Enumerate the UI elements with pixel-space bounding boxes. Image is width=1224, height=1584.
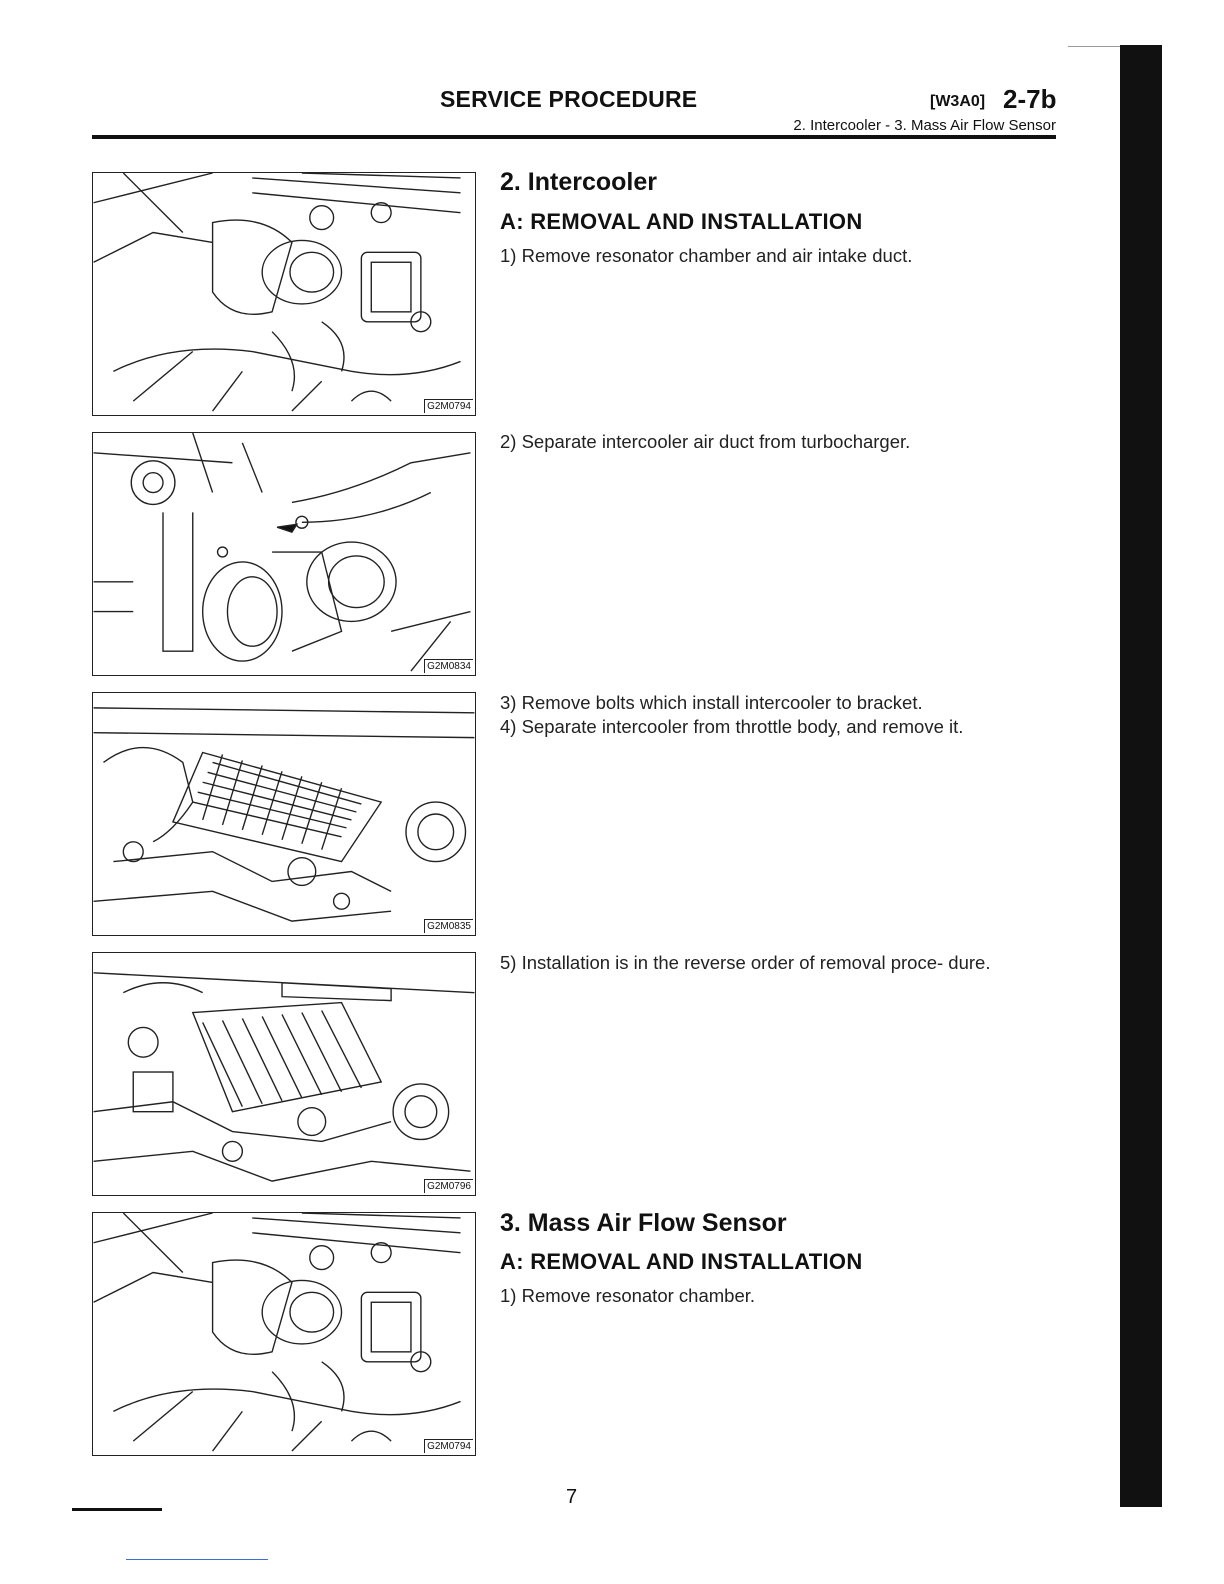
engine-illustration-icon (93, 433, 471, 672)
figure-1: G2M0794 (92, 172, 476, 416)
section-title-intercooler: 2. Intercooler (500, 168, 657, 196)
page-number: 7 (566, 1486, 578, 1508)
header-rule (92, 135, 1056, 139)
step-1: 1) Remove resonator chamber. (500, 1285, 756, 1306)
figure-3: G2M0835 (92, 692, 476, 936)
step-2: 2) Separate intercooler air duct from tu… (500, 431, 911, 452)
engine-illustration-icon (93, 1213, 461, 1452)
header-code: [W3A0] (930, 93, 986, 110)
section-title-mass-air-flow-sensor: 3. Mass Air Flow Sensor (500, 1209, 787, 1237)
engine-illustration-icon (93, 173, 461, 412)
figure-label: G2M0834 (424, 659, 473, 673)
scan-binding-bar (1120, 45, 1162, 1507)
step-4: 4) Separate intercooler from throttle bo… (500, 716, 964, 737)
footer-blue-line (126, 1559, 268, 1560)
scan-edge-line (1068, 46, 1122, 47)
figure-5: G2M0794 (92, 1212, 476, 1456)
figure-label: G2M0794 (424, 1439, 473, 1453)
subsection-title: A: REMOVAL AND INSTALLATION (500, 1249, 863, 1274)
figure-label: G2M0835 (424, 919, 473, 933)
engine-illustration-icon (93, 707, 475, 922)
figure-label: G2M0794 (424, 399, 473, 413)
subsection-title: A: REMOVAL AND INSTALLATION (500, 209, 863, 234)
header-subtitle: 2. Intercooler - 3. Mass Air Flow Sensor (793, 117, 1056, 134)
header-page-ref: 2-7b (1003, 84, 1057, 114)
engine-illustration-icon (93, 972, 475, 1182)
figure-4: G2M0796 (92, 952, 476, 1196)
footer-mark (72, 1508, 162, 1511)
figure-2: G2M0834 (92, 432, 476, 676)
header-title: SERVICE PROCEDURE (440, 86, 698, 112)
step-1: 1) Remove resonator chamber and air inta… (500, 245, 913, 266)
step-5: 5) Installation is in the reverse order … (500, 952, 991, 973)
figure-label: G2M0796 (424, 1179, 473, 1193)
step-3: 3) Remove bolts which install intercoole… (500, 692, 923, 713)
